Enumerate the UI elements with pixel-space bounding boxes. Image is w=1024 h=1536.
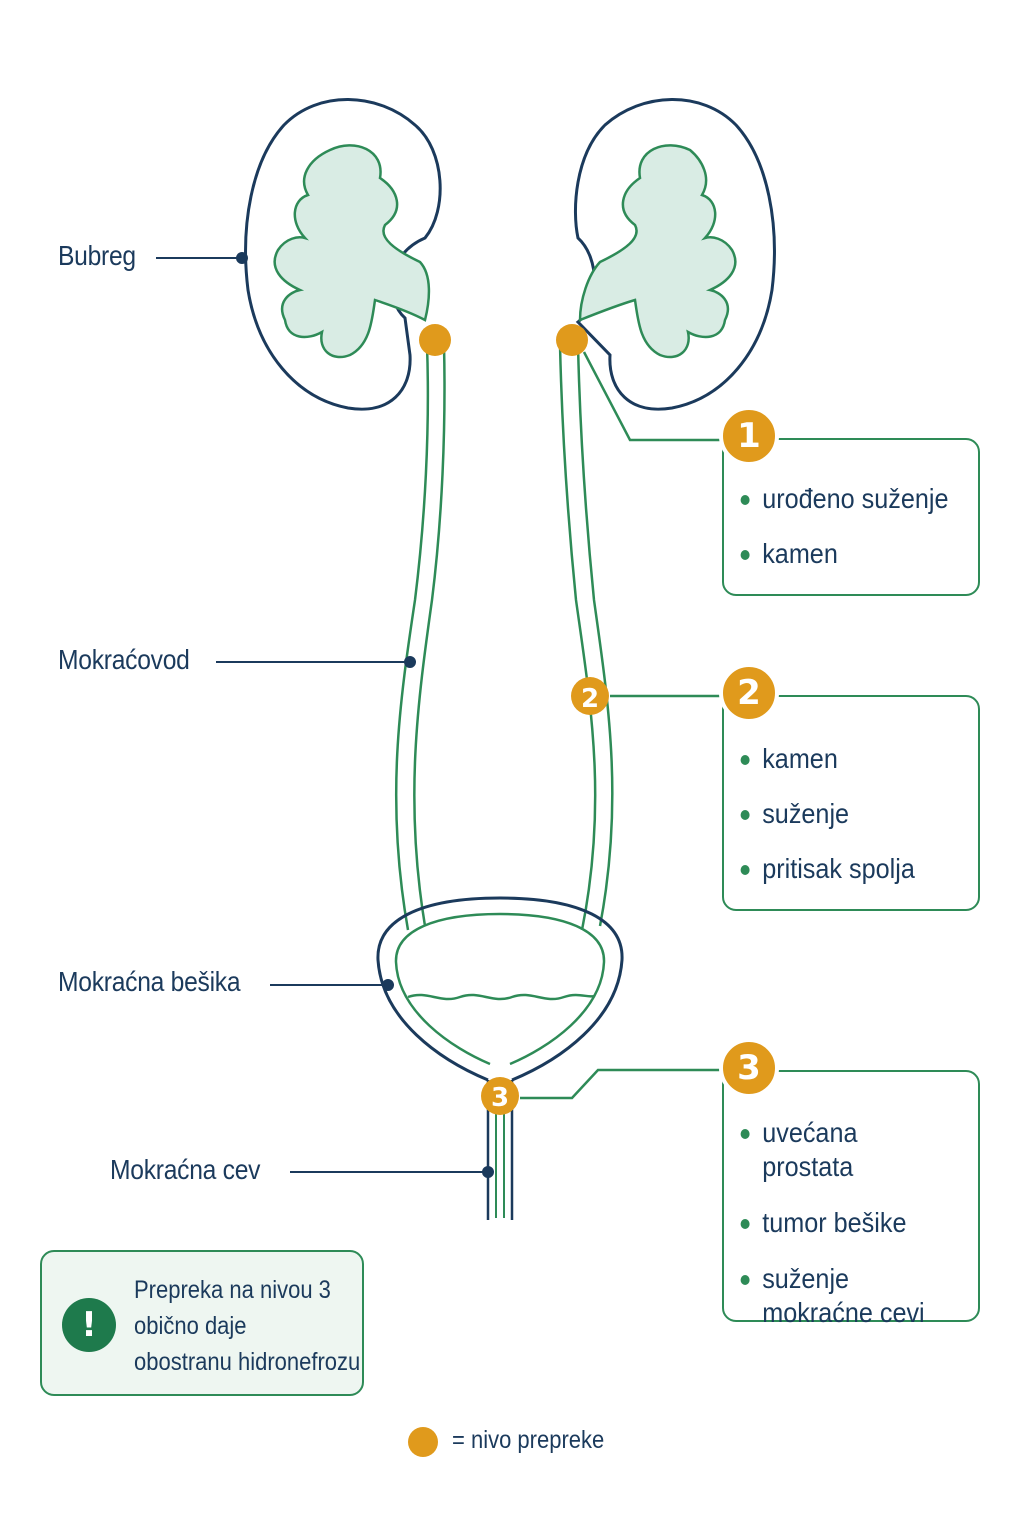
right-kidney [573, 98, 776, 411]
label-bladder: Mokraćna bešika [58, 966, 241, 997]
exclamation-icon: ! [62, 1298, 116, 1352]
bladder-inner-wall [394, 912, 606, 1066]
left-ureter [394, 344, 446, 931]
obstruction-right-kidney [556, 324, 588, 356]
obstruction-level-2-number: 2 [581, 684, 599, 714]
level-1-cause: kamen [728, 537, 949, 571]
obstruction-left-kidney [419, 324, 451, 356]
obstruction-level-3-number: 3 [491, 1083, 509, 1113]
level-1-badge: 1 [719, 406, 779, 466]
level-1-cause: urođeno suženje [728, 482, 949, 516]
level-1-card: urođeno suženje kamen [722, 438, 980, 596]
left-leader-lines [156, 252, 494, 1178]
note-line: Prepreka na nivou 3 [134, 1276, 331, 1304]
bladder [376, 896, 624, 1082]
level-2-cause: suženje [728, 797, 915, 831]
note-line: obično daje [134, 1312, 247, 1340]
legend-orange-dot-icon [408, 1427, 438, 1457]
level-2-badge: 2 [719, 663, 779, 723]
right-ureter [558, 344, 614, 931]
level-2-cause: kamen [728, 742, 915, 776]
bladder-outer-wall [376, 896, 624, 1082]
right-kidney-pelvis [578, 144, 737, 359]
level-3-cause: suženje mokraćne cevi [728, 1262, 951, 1330]
note-text: Prepreka na nivou 3 obično daje obostran… [134, 1272, 363, 1380]
left-kidney-pelvis [273, 144, 431, 359]
legend-text: = nivo prepreke [452, 1426, 605, 1454]
note-line: obostranu hidronefrozu [134, 1348, 361, 1376]
label-ureter: Mokraćovod [58, 644, 190, 675]
label-kidney: Bubreg [58, 240, 136, 271]
left-kidney [244, 98, 442, 411]
urine-level-wave [407, 993, 595, 1001]
card-connectors [520, 351, 720, 1100]
level-3-cause: uvećana prostata [728, 1116, 944, 1184]
level-2-card: kamen suženje pritisak spolja [722, 695, 980, 911]
level-2-cause: pritisak spolja [728, 852, 915, 886]
level-3-card: uvećana prostata tumor bešike suženje mo… [722, 1070, 980, 1328]
level-3-cause: tumor bešike [728, 1206, 944, 1240]
level-3-badge: 3 [719, 1038, 779, 1098]
obstruction-points: 2 3 [419, 324, 609, 1115]
obstruction-level-3 [481, 1077, 519, 1115]
label-urethra: Mokraćna cev [110, 1154, 261, 1185]
obstruction-level-2 [571, 677, 609, 715]
note-box: ! Prepreka na nivou 3 obično daje obostr… [40, 1250, 364, 1396]
